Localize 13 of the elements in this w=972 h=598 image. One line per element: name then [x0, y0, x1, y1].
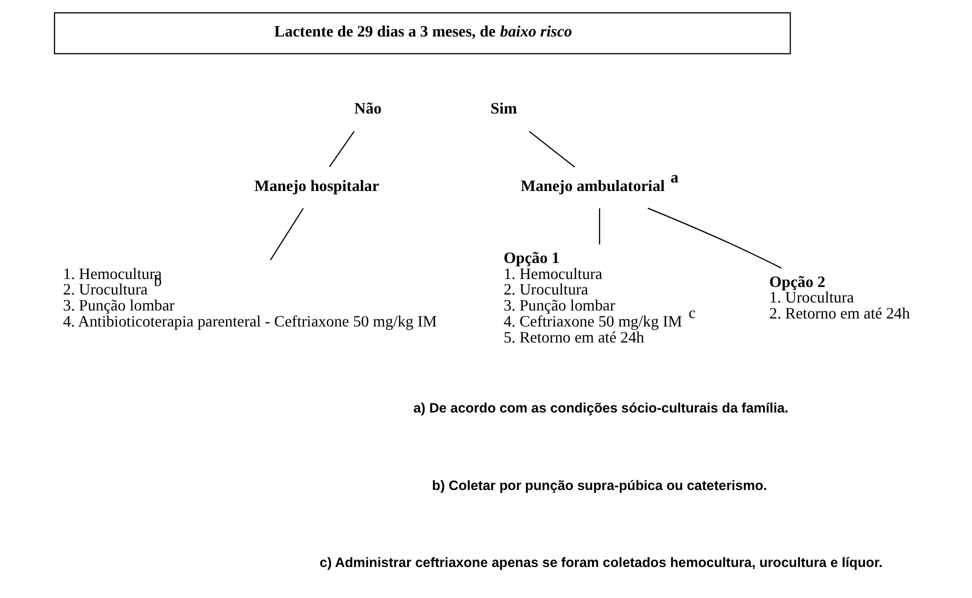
- label: a) De acordo com as condições sócio-culturais da família.: [413, 400, 788, 416]
- connector: [648, 208, 782, 269]
- label: b) Coletar por punção supra-púbica ou cateterismo.: [432, 478, 768, 493]
- node-text: Opção 2 1. Urocultura 2. Retorno em até 24h: [769, 274, 910, 323]
- node-text: Sim: [490, 100, 518, 118]
- connector: [528, 130, 576, 168]
- connector: [270, 208, 304, 260]
- node-text: Não: [354, 100, 382, 118]
- connector: [598, 208, 600, 244]
- node-text: Manejo hospitalar: [254, 178, 380, 195]
- label: c) Administrar ceftriaxone apenas se foram coletados hemocultura, urocultura e líquor.: [320, 555, 883, 570]
- connector: [329, 131, 355, 168]
- node-box: Lactente de 29 dias a 3 meses, de baixo risco: [54, 12, 791, 54]
